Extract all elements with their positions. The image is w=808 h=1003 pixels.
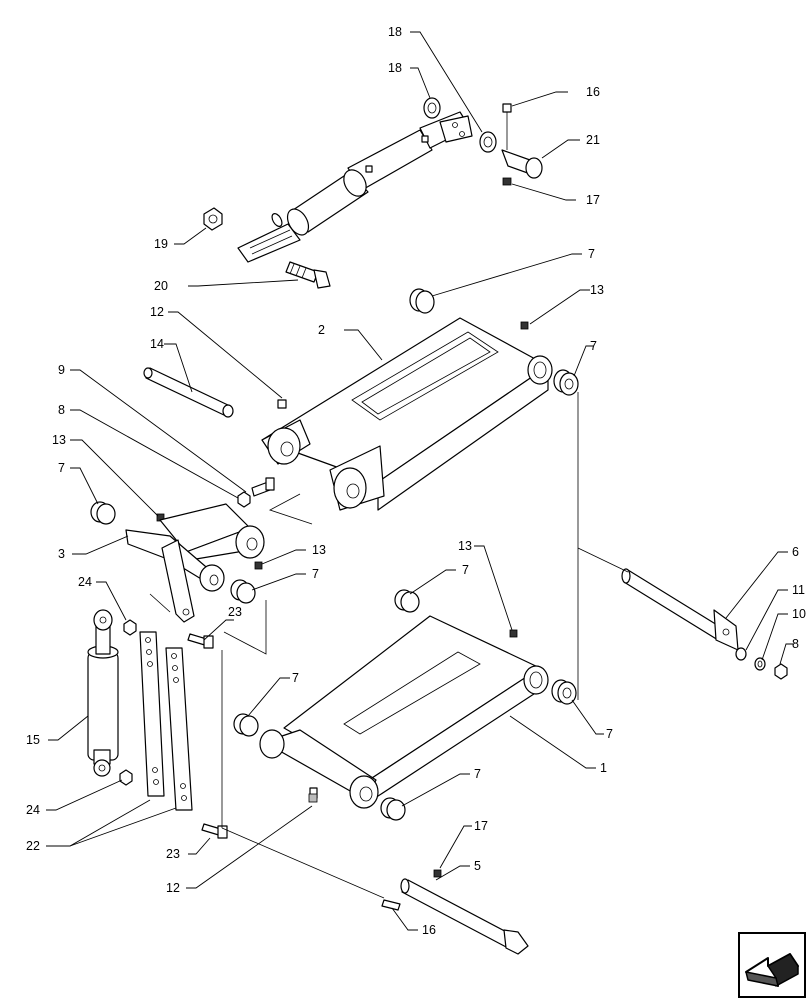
next-page-arrow-icon — [738, 932, 806, 998]
callout-15: 15 — [26, 733, 40, 747]
callout-19: 19 — [154, 237, 168, 251]
callout-7-top: 7 — [588, 247, 595, 261]
callout-7-lower-left: 7 — [292, 671, 299, 685]
callout-8-left: 8 — [58, 403, 65, 417]
callout-7-center: 7 — [462, 563, 469, 577]
callout-6: 6 — [792, 545, 799, 559]
cylinder-part-15 — [87, 609, 119, 777]
callout-7-upper-right: 7 — [590, 339, 597, 353]
callout-16-top: 16 — [586, 85, 600, 99]
grease-fitting-part-13 — [156, 321, 529, 638]
callout-7-mid: 7 — [312, 567, 319, 581]
nut-part-24 — [119, 619, 137, 786]
washer-part-11 — [735, 647, 747, 661]
callout-17-bottom: 17 — [474, 819, 488, 833]
upper-arm-part-2 — [261, 317, 553, 511]
nut-part-8-right — [774, 663, 788, 680]
pin-part-5 — [381, 869, 529, 955]
assembly-guide-lines — [149, 392, 629, 899]
callout-13-center: 13 — [458, 539, 472, 553]
callout-9: 9 — [58, 363, 65, 377]
callout-labels: 18 18 16 21 17 19 20 7 13 2 12 7 14 9 8 … — [26, 25, 806, 937]
callout-5: 5 — [474, 859, 481, 873]
callout-10: 10 — [792, 607, 806, 621]
callout-7-lower-right: 7 — [606, 727, 613, 741]
callout-23-lower: 23 — [166, 847, 180, 861]
callout-11: 11 — [792, 583, 805, 597]
pin-part-6 — [621, 568, 739, 651]
callout-23-upper: 23 — [228, 605, 242, 619]
callout-13-mid: 13 — [312, 543, 326, 557]
pin-part-14 — [143, 367, 234, 418]
callout-20: 20 — [154, 279, 168, 293]
callout-8-right: 8 — [792, 637, 799, 651]
callout-13-left: 13 — [52, 433, 66, 447]
callout-1: 1 — [600, 761, 607, 775]
callout-24-upper: 24 — [78, 575, 92, 589]
nut-part-8 — [237, 491, 251, 508]
leader-lines — [46, 31, 794, 931]
nut-part-19 — [203, 207, 223, 231]
lower-arm-part-1 — [259, 615, 549, 809]
callout-2: 2 — [318, 323, 325, 337]
callout-18-upper: 18 — [388, 25, 402, 39]
callout-12-bottom: 12 — [166, 881, 180, 895]
link-part-3 — [125, 503, 265, 623]
bolt-part-9 — [251, 477, 275, 497]
strap-part-22 — [139, 631, 193, 811]
bolt-part-20 — [285, 261, 331, 289]
callout-13-top: 13 — [590, 283, 604, 297]
callout-22: 22 — [26, 839, 40, 853]
callout-3: 3 — [58, 547, 65, 561]
callout-14: 14 — [150, 337, 164, 351]
callout-12-top: 12 — [150, 305, 164, 319]
callout-16-bottom: 16 — [422, 923, 436, 937]
next-page-button[interactable] — [738, 932, 806, 998]
callout-7-bottom: 7 — [474, 767, 481, 781]
washer-part-10 — [754, 657, 766, 671]
grease-fitting-part-12 — [308, 793, 318, 803]
callout-17-top: 17 — [586, 193, 600, 207]
top-link-cylinder — [237, 111, 473, 263]
callout-24-lower: 24 — [26, 803, 40, 817]
callout-21: 21 — [586, 133, 600, 147]
callout-7-left: 7 — [58, 461, 65, 475]
bolt-part-23 — [187, 633, 228, 839]
bushing-part-7 — [90, 288, 579, 821]
pin-part-21 — [501, 103, 543, 186]
callout-18-lower: 18 — [388, 61, 402, 75]
washer-part-18 — [423, 97, 497, 153]
